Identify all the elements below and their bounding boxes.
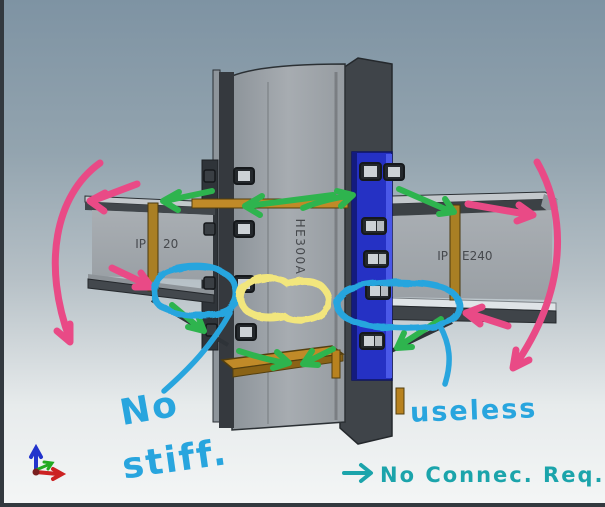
right-beam-web	[392, 210, 552, 300]
pink-arc-right	[510, 158, 562, 371]
pink-annotations	[51, 158, 562, 372]
right-beam-gold-stripe	[449, 204, 461, 301]
green-annotations	[160, 186, 457, 371]
steel-connection-model: HE300A IP 20 IP E240	[84, 57, 558, 445]
note-no-connec: No Connec. Req.	[380, 463, 604, 487]
bolt	[233, 220, 255, 238]
bolt	[359, 332, 385, 350]
yellow-circle-panel-zone	[236, 274, 332, 324]
green-arrow-out-of-column	[300, 188, 356, 211]
window-bottom-border	[0, 503, 605, 507]
pink-arc-left	[51, 159, 104, 344]
highlight-circles	[150, 263, 463, 332]
bolt	[235, 323, 257, 341]
pink-arc-left-head	[53, 320, 74, 346]
green-arrow-into-column	[242, 192, 336, 218]
bolt	[383, 163, 405, 181]
pink-arrow-right-bottom	[462, 303, 512, 330]
bolt	[203, 169, 218, 337]
green-arrow-stiffener-right	[300, 346, 336, 368]
axis-origin	[32, 468, 40, 476]
window-left-border	[0, 0, 4, 507]
axis-triad-icon	[29, 443, 67, 481]
note-no-stiff-line1: No	[117, 384, 182, 435]
green-arrow-stiffener-left	[236, 348, 292, 371]
cyan-circle-left	[150, 263, 240, 319]
left-beam-label-suffix: 20	[163, 237, 178, 251]
cyan-leaders	[161, 310, 452, 394]
column-left-flange	[219, 72, 234, 428]
right-beam-label-prefix: IP	[437, 249, 448, 263]
green-arrow-right-beam-top	[396, 186, 457, 217]
bolt	[363, 250, 389, 268]
bolt	[233, 167, 255, 185]
column-web	[231, 63, 346, 431]
pink-arc-right-head	[509, 346, 533, 372]
teal-arrow-icon	[342, 463, 373, 483]
pink-arrow-left-top	[86, 180, 141, 215]
column-label: HE300A	[293, 219, 307, 276]
left-beam-label-prefix: IP	[135, 237, 146, 251]
note-useless: useless	[410, 393, 538, 428]
leader-no-stiff	[161, 310, 233, 394]
handwritten-notes: No stiff. useless No Connec. Req.	[117, 384, 604, 488]
leader-useless	[437, 323, 452, 387]
bolt	[361, 217, 387, 235]
bolt	[359, 162, 382, 181]
green-arrow-left-beam-top	[160, 188, 215, 213]
axis-x-arrow	[34, 467, 67, 481]
right-beam-label-suffix: E240	[462, 249, 493, 263]
cyan-circle-right	[334, 279, 463, 332]
axis-y-arrow	[34, 460, 55, 472]
pink-arrow-right-top	[464, 200, 537, 225]
